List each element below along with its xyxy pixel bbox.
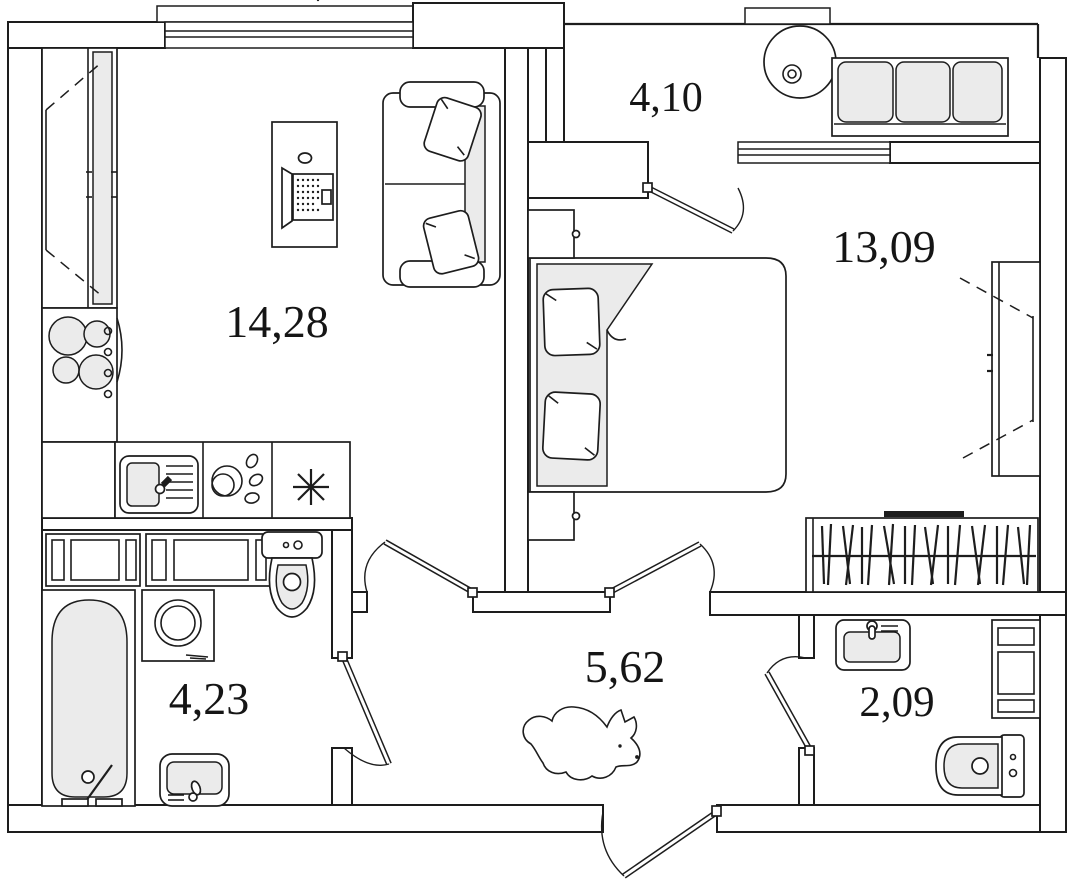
wall-living-bedroom-divider [504, 47, 529, 593]
bench-icon [831, 57, 1009, 137]
bathroom-furniture [41, 531, 323, 807]
wall-bathroom-right-upper [331, 529, 353, 659]
living-kitchen-furniture [41, 0, 501, 519]
bed-pillow [541, 391, 602, 461]
dog-icon [522, 706, 641, 781]
wardrobe-icon [959, 261, 1041, 477]
sink-icon [159, 753, 230, 807]
toilet-icon [261, 531, 323, 618]
balcony-furniture [763, 25, 1009, 137]
door-wc [764, 655, 815, 756]
room-area-label-bedroom: 13,09 [832, 221, 936, 272]
desk-icon [271, 0, 338, 248]
wall-cabinet-icon [45, 533, 141, 587]
laptop-icon [281, 0, 334, 230]
bathtub-icon [41, 589, 136, 807]
wall-kitchen-bathroom [41, 517, 353, 531]
wall-left [7, 21, 43, 833]
kitchen-sink-icon [119, 455, 199, 514]
sofa-pillow [422, 209, 480, 275]
stove-icon [41, 307, 123, 443]
room-labels: 14,28 4,10 13,09 5,62 4,23 2,09 [169, 75, 936, 726]
room-area-label-living-kitchen: 14,28 [225, 296, 329, 347]
room-area-label-hallway: 5,62 [585, 641, 666, 692]
wall-right [1039, 57, 1067, 833]
bed-pillow [542, 287, 601, 357]
sofa-pillow [423, 96, 482, 162]
parapet-top-left [156, 5, 421, 23]
walls [7, 2, 1067, 833]
bowl-icon [211, 453, 264, 504]
fridge-asterisk-icon [293, 469, 329, 505]
windows [164, 21, 891, 164]
hallway-furniture [522, 706, 641, 781]
round-table-icon [763, 25, 837, 99]
washing-machine-icon [141, 589, 215, 662]
door-living-room [364, 539, 478, 598]
wall-bedroom-wc [709, 591, 1067, 616]
door-balcony [642, 182, 745, 234]
nightstand-icon [527, 209, 581, 259]
window-living-room [164, 21, 414, 49]
wall-hall-top-b [472, 591, 611, 613]
wall-balcony-bedroom-right [889, 141, 1041, 164]
sofa-icon [382, 81, 501, 288]
wall-wc-left-upper [798, 614, 815, 659]
door-bathroom [337, 651, 392, 766]
clothes-rack-icon [805, 511, 1039, 593]
room-area-label-balcony: 4,10 [629, 75, 703, 121]
nightstand-icon [527, 491, 581, 541]
wall-wc-left-lower [798, 747, 815, 806]
wall-bottom-left [7, 804, 604, 833]
bed-icon [529, 257, 787, 493]
door-entrance [600, 805, 722, 879]
laptop-keys [296, 0, 320, 212]
wall-cabinet-icon [145, 533, 273, 587]
wall-top-block [412, 2, 565, 49]
bedroom-furniture [527, 209, 1041, 593]
parapet-top-right [744, 7, 831, 25]
wc-furniture [835, 619, 1041, 798]
doors [337, 182, 815, 879]
wall-balcony-bedroom-left [527, 141, 649, 199]
room-area-label-bathroom: 4,23 [169, 673, 250, 724]
window-bedroom-balcony [737, 141, 891, 164]
wall-balcony-left [545, 47, 565, 143]
mouse-icon [297, 152, 313, 164]
toilet-icon [935, 734, 1025, 798]
sink-icon [835, 619, 911, 671]
room-area-label-wc: 2,09 [859, 679, 934, 726]
wall-top-left [7, 21, 166, 49]
tall-cabinet-icon [41, 47, 118, 309]
wall-bathroom-right-lower [331, 747, 353, 806]
wall-bottom-right [716, 804, 1067, 833]
shelf-unit-icon [991, 619, 1041, 719]
door-bedroom [604, 541, 715, 598]
hanging-clothes [820, 523, 1032, 586]
